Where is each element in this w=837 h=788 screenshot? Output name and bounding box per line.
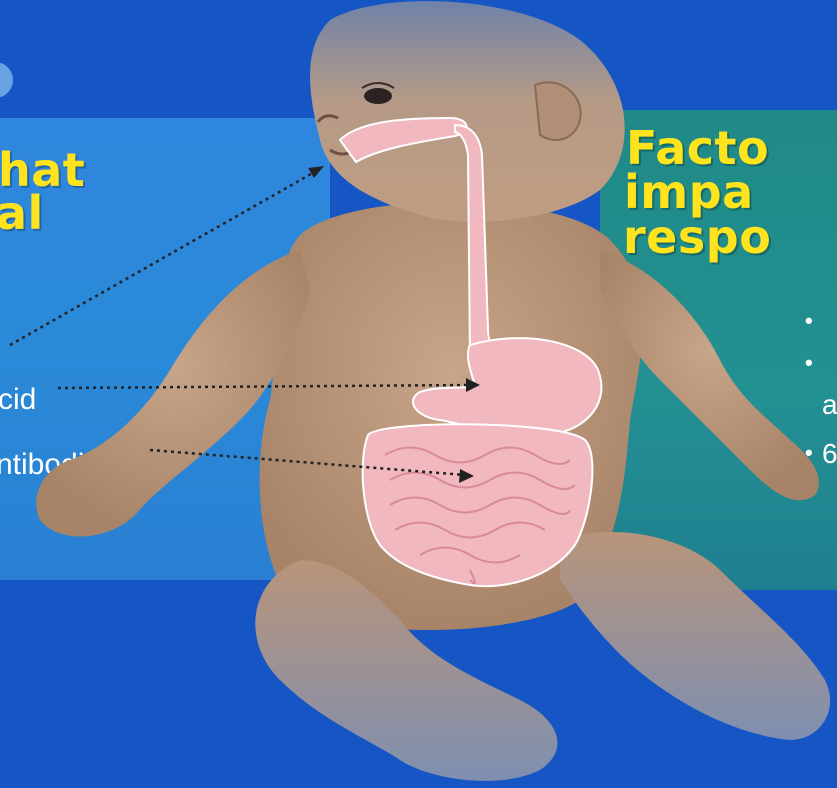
eye bbox=[364, 88, 392, 104]
emblem-icon bbox=[0, 62, 13, 98]
right-leg bbox=[560, 532, 830, 740]
arrow-head-mouth bbox=[308, 166, 324, 178]
